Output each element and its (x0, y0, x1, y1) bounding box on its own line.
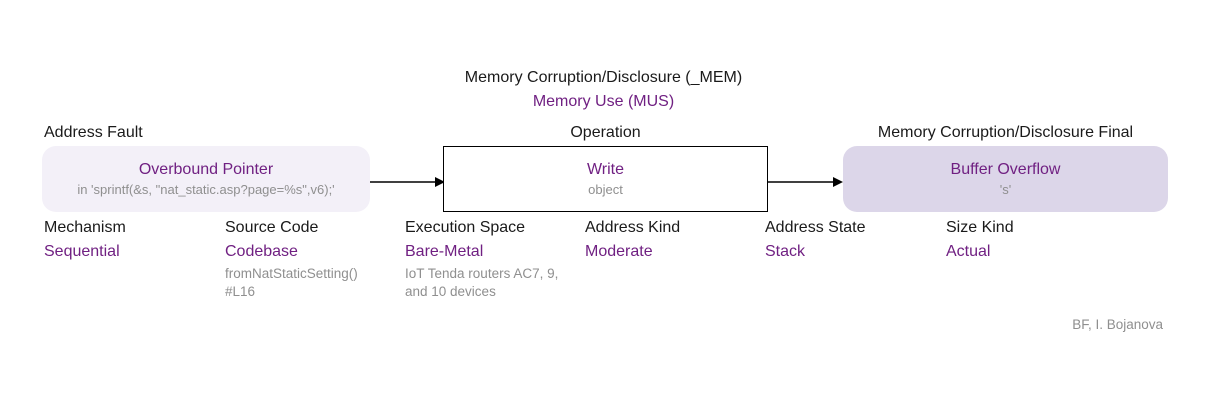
diagram-title: Memory Corruption/Disclosure (_MEM) (464, 69, 743, 86)
attribute-address-kind: Address Kind Moderate (585, 219, 757, 260)
attribute-note: IoT Tenda routers AC7, 9, and 10 devices (405, 266, 559, 299)
attribute-label: Execution Space (405, 219, 526, 236)
node-name: Write (586, 161, 625, 178)
node-detail: object (588, 182, 623, 197)
attribute-address-state: Address State Stack (765, 219, 937, 260)
attribute-label: Size Kind (946, 219, 1014, 236)
node-label-memory-corruption-final: Memory Corruption/Disclosure Final (877, 124, 1134, 141)
attribute-notes: fromNatStaticSetting() #L16 (225, 265, 397, 301)
attribute-note: fromNatStaticSetting() (225, 266, 358, 281)
node-name: Overbound Pointer (138, 161, 274, 178)
flow-arrow-icon (370, 177, 445, 187)
attribute-note: #L16 (225, 284, 256, 299)
attribute-value: Moderate (585, 243, 653, 260)
node-label-operation: Operation (570, 124, 641, 141)
attribute-label: Address State (765, 219, 866, 236)
node-overbound-pointer: Overbound Pointer in 'sprintf(&s, "nat_s… (42, 146, 370, 212)
attribute-value: Codebase (225, 243, 298, 260)
attribute-value: Actual (946, 243, 991, 260)
node-write-operation: Write object (443, 146, 768, 212)
attribute-size-kind: Size Kind Actual (946, 219, 1118, 260)
attribute-mechanism: Mechanism Sequential (44, 219, 216, 260)
attribute-label: Source Code (225, 219, 319, 236)
diagram-header: Memory Corruption/Disclosure (_MEM) Memo… (0, 68, 1207, 112)
node-name: Buffer Overflow (950, 161, 1061, 178)
node-detail: 's' (999, 182, 1012, 197)
attribute-source-code: Source Code Codebase fromNatStaticSettin… (225, 219, 397, 301)
attribute-notes: IoT Tenda routers AC7, 9, and 10 devices (405, 265, 577, 301)
attribution-text: BF, I. Bojanova (1072, 317, 1163, 332)
node-label-address-fault: Address Fault (44, 124, 143, 141)
attribute-value: Sequential (44, 243, 120, 260)
attribute-label: Address Kind (585, 219, 681, 236)
node-detail: in 'sprintf(&s, "nat_static.asp?page=%s"… (77, 182, 335, 197)
attribute-value: Stack (765, 243, 806, 260)
attribute-value: Bare-Metal (405, 243, 484, 260)
attribute-execution-space: Execution Space Bare-Metal IoT Tenda rou… (405, 219, 577, 301)
attribute-label: Mechanism (44, 219, 126, 236)
node-buffer-overflow: Buffer Overflow 's' (843, 146, 1168, 212)
diagram-subtitle: Memory Use (MUS) (532, 93, 675, 110)
flow-arrow-icon (768, 177, 843, 187)
